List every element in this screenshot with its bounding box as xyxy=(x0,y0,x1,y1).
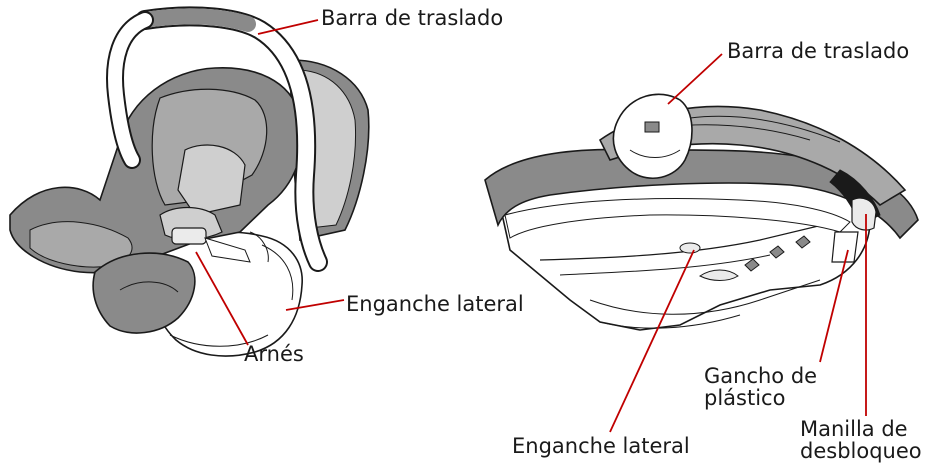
carry-handle xyxy=(613,94,692,178)
label-right-carry-handle: Barra de traslado xyxy=(727,41,909,62)
release-handle xyxy=(852,198,876,230)
leader-right-carry-handle xyxy=(668,54,722,104)
carry-handle-grip xyxy=(145,16,248,24)
label-right-side-latch: Enganche lateral xyxy=(512,436,690,457)
seat-back-panel xyxy=(178,145,245,215)
side-latch-button xyxy=(680,243,700,253)
plastic-hook xyxy=(832,232,858,262)
label-left-side-latch: Enganche lateral xyxy=(346,294,524,315)
label-right-release-handle: Manilla de desbloqueo xyxy=(800,418,950,462)
right-car-seat xyxy=(485,94,918,330)
carry-handle-slot xyxy=(645,122,659,132)
label-right-plastic-hook: Gancho de plástico xyxy=(704,365,829,409)
label-left-carry-handle: Barra de traslado xyxy=(321,8,503,29)
harness-buckle xyxy=(172,228,206,244)
label-left-harness: Arnés xyxy=(244,344,304,365)
